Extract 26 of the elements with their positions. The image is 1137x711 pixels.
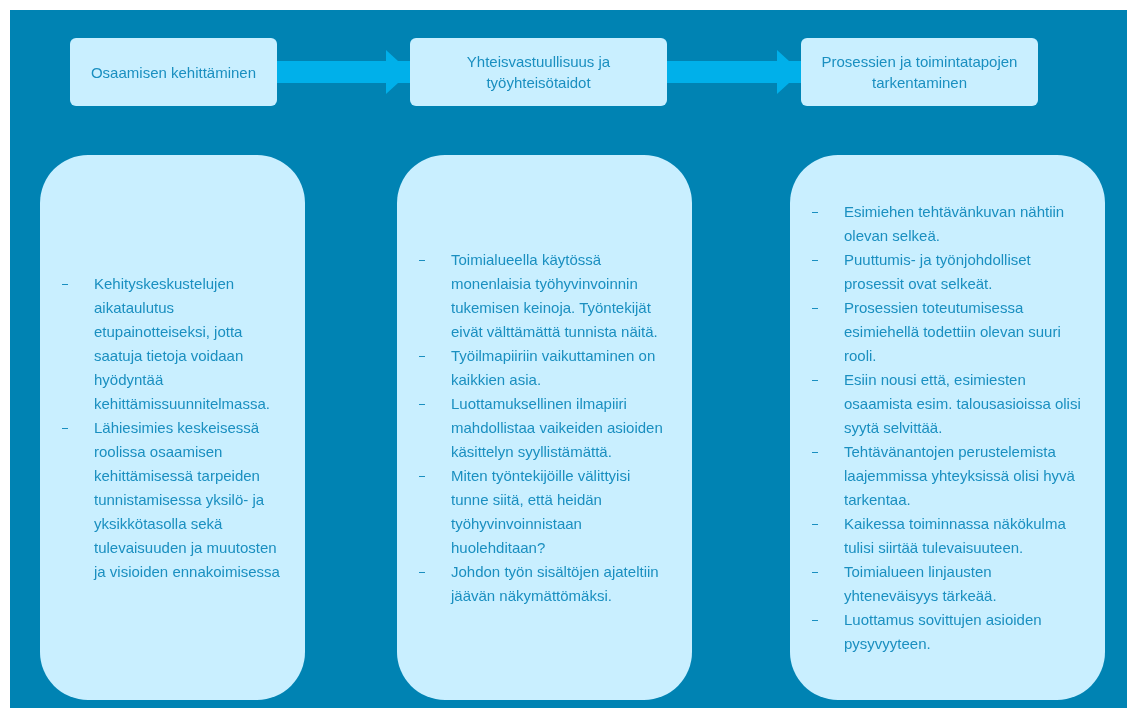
bullet-text: Luottamuksellinen ilmapiiri mahdollistaa vaikeiden asioiden käsittelyn syyllistämättä. bbox=[451, 394, 663, 460]
rounded-panel bbox=[790, 155, 1105, 700]
bullet-text: Työilmapiiriin vaikuttaminen on kaikkien asia. bbox=[451, 346, 656, 388]
block-arrow bbox=[667, 50, 801, 94]
bullet-text: Toimialueen linjausten yhteneväisyys tärkeää. bbox=[844, 562, 997, 604]
bullet-text: Esiin nousi että, esimiesten osaamista esim. talousasioissa olisi syytä selvittää. bbox=[844, 370, 1081, 436]
bullet-text: Puuttumis- ja työnjohdolliset prosessit ovat selkeät. bbox=[844, 250, 1031, 292]
rounded-panel bbox=[397, 155, 692, 700]
heading-text: Osaamisen kehittäminen bbox=[90, 62, 257, 83]
rounded-panel bbox=[40, 155, 305, 700]
bullet-text: Luottamus sovittujen asioiden pysyvyyteen. bbox=[844, 610, 1042, 652]
heading-box bbox=[410, 38, 667, 106]
bullet-text: Johdon työn sisältöjen ajateltiin jäävän näkymättömäksi. bbox=[451, 562, 659, 604]
bullet-text: Lähiesimies keskeisessä roolissa osaamisen kehittämisessä tarpeiden tunnistamisessa yksilö- ja yksikkötasolla sekä tulevaisuuden ja muutosten ja visioiden ennakoimisessa bbox=[94, 418, 280, 580]
bullet-text: Miten työntekijöille välittyisi tunne siitä, että heidän työhyvinvoinnistaan huolehditaan? bbox=[451, 466, 631, 556]
heading-box bbox=[70, 38, 277, 106]
bullet-text: Tehtävänantojen perustelemista laajemmissa yhteyksissä olisi hyvä tarkentaa. bbox=[844, 442, 1075, 508]
heading-text: Prosessien ja toimintatapojen tarkentaminen bbox=[820, 52, 1019, 93]
heading-box bbox=[801, 38, 1038, 106]
block-arrow bbox=[277, 50, 410, 94]
heading-text: Yhteisvastuullisuus ja työyhteisötaidot bbox=[465, 52, 612, 93]
bullet-text: Kehityskeskustelujen aikataulutus etupainotteiseksi, jotta saatuja tietoja voidaan hyödyntää kehittämissuunnitelmassa. bbox=[94, 274, 270, 412]
bullet-text: Esimiehen tehtävänkuvan nähtiin olevan selkeä. bbox=[844, 202, 1065, 244]
bullet-text: Prosessien toteutumisessa esimiehellä todettiin olevan suuri rooli. bbox=[844, 298, 1061, 364]
bullet-text: Toimialueella käytössä monenlaisia työhyvinvoinnin tukemisen keinoja. Työntekijät eivät välttämättä tunnista näitä. bbox=[451, 250, 658, 340]
bullet-text: Kaikessa toiminnassa näkökulma tulisi siirtää tulevaisuuteen. bbox=[844, 514, 1066, 556]
